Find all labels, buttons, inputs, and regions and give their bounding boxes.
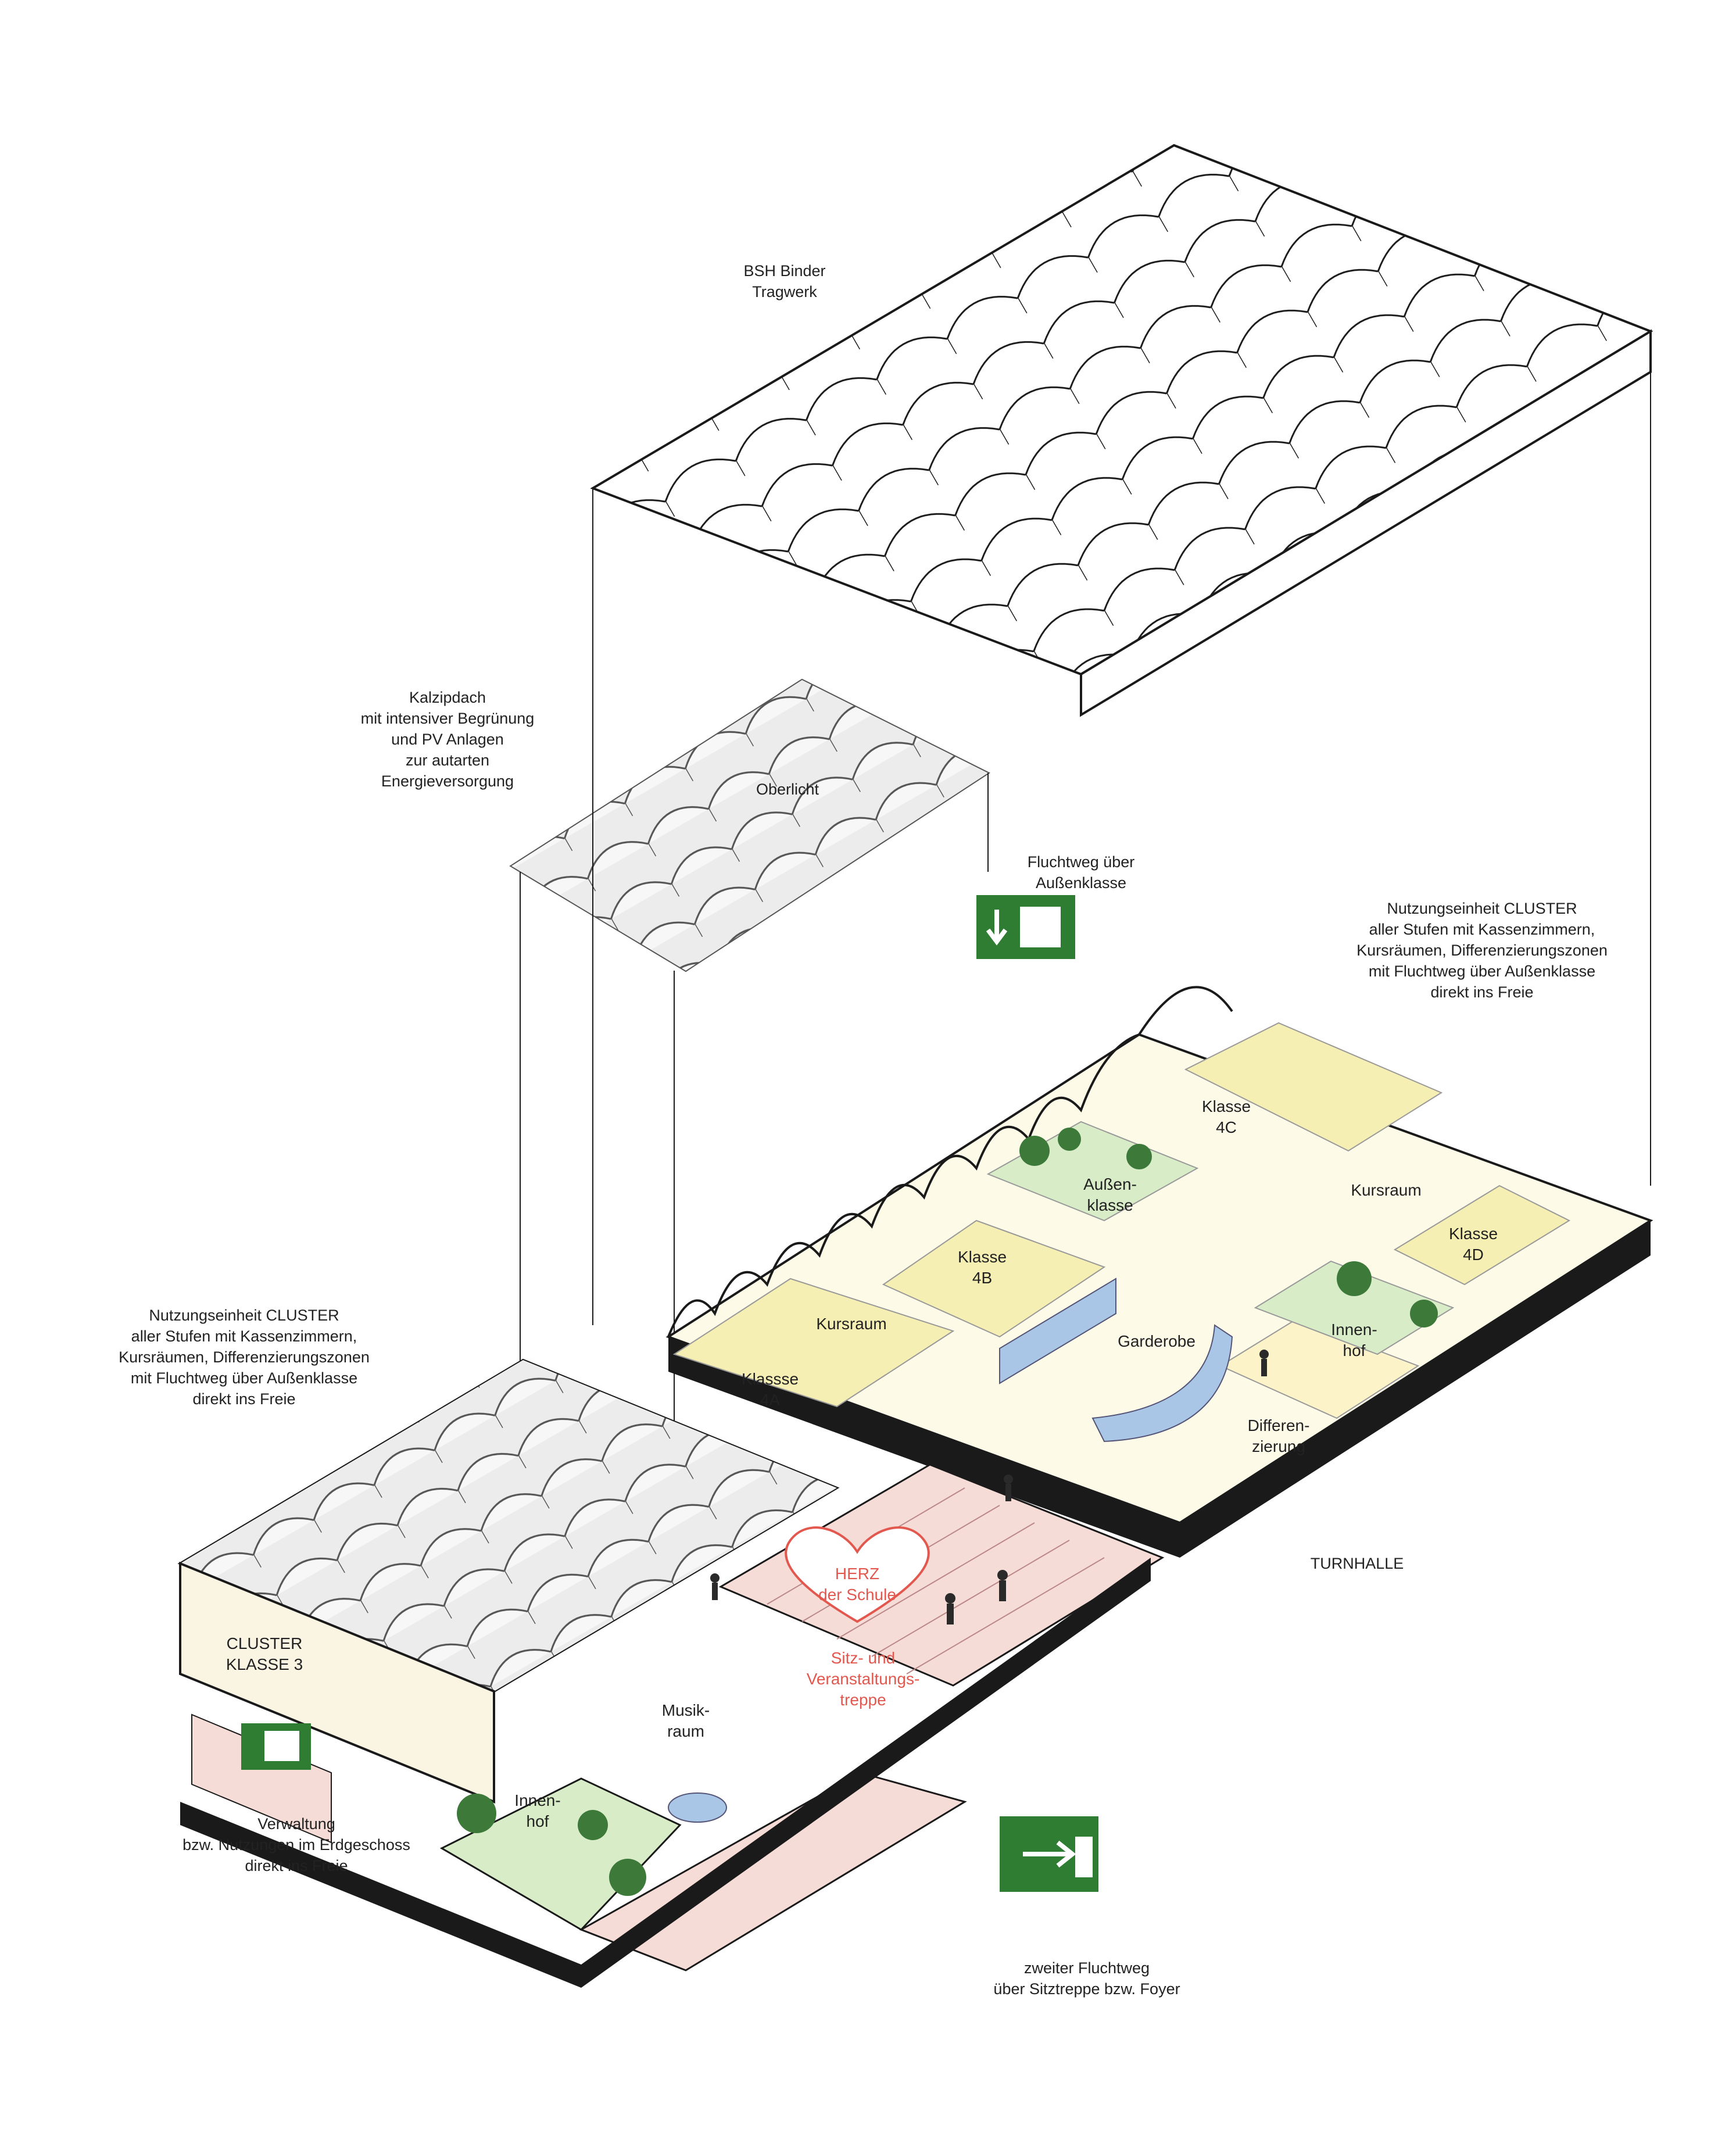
bsh-truss-roof [590,144,1653,717]
room-kursraum-right: Kursraum [1351,1181,1422,1199]
heart-icon [785,1526,930,1623]
label-oberlicht: Oberlicht [756,781,819,798]
exit-sign-down-icon [976,895,1075,959]
plant-icon [457,1128,1438,1896]
room-differenzierung: Differen-zierung [1247,1416,1310,1455]
person-icon [710,1350,1269,1625]
building-model [177,986,1653,1988]
exit-sign-right-icon [1000,1816,1098,1892]
room-innenhof-left: Innen-hof [514,1791,561,1830]
room-garderobe: Garderobe [1118,1332,1195,1350]
room-innenhof-right: Innen-hof [1331,1321,1377,1359]
room-aussenklasse: Außen-klasse [1083,1175,1137,1214]
room-kursraum-mid: Kursraum [816,1315,887,1333]
label-turnhalle: TURNHALLE [1310,1555,1404,1572]
kalzip-roof [509,678,991,972]
exit-sign-left-icon [241,1723,311,1770]
room-musikraum: Musik-raum [661,1701,710,1740]
